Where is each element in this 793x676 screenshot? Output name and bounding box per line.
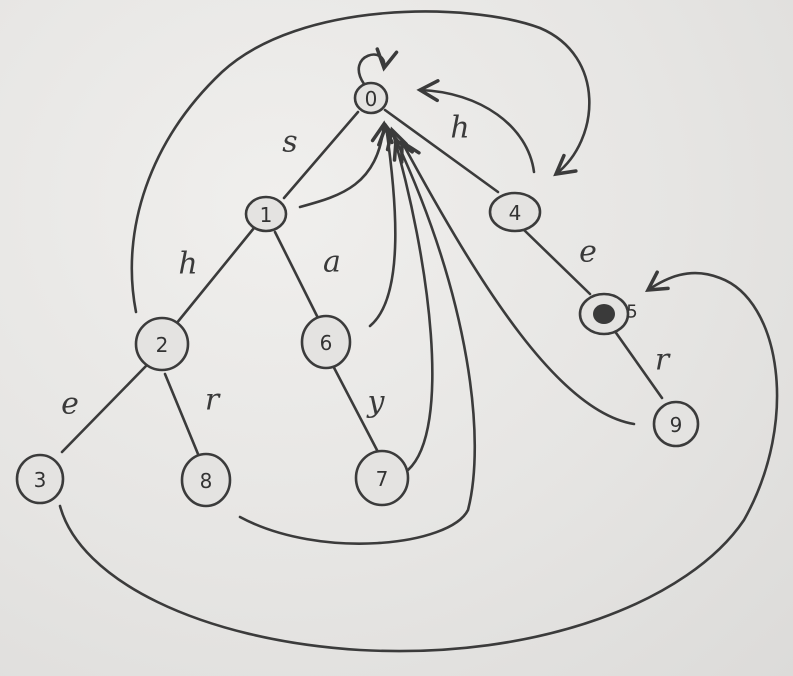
link-8-to-0: [238, 136, 477, 545]
trie-nodes: 0 1 4 2 6 5 9 3: [15, 81, 700, 508]
node-7: 7: [354, 449, 410, 507]
node-3: 3: [15, 453, 65, 505]
edge-label-e-right: e: [579, 235, 597, 270]
node-4: 4: [488, 191, 542, 233]
link-7-to-0: [385, 126, 434, 472]
failure-links: [58, 10, 779, 653]
svg-text:6: 6: [320, 331, 333, 355]
svg-text:3: 3: [34, 468, 47, 492]
link-4-to-0: [416, 79, 536, 174]
edge-5-9: [612, 328, 664, 400]
edge-label-h: h: [178, 247, 197, 282]
self-loop-0: [357, 47, 399, 86]
svg-text:1: 1: [260, 203, 273, 227]
edge-labels: s h h a e r y e r: [61, 111, 671, 422]
edge-0-1: [282, 110, 360, 200]
node-8: 8: [180, 452, 232, 508]
svg-text:5: 5: [626, 302, 637, 323]
edge-2-8: [163, 372, 200, 456]
link-2-to-4: [130, 10, 591, 314]
node-6: 6: [300, 314, 352, 370]
edge-6-7: [328, 358, 380, 454]
node-2: 2: [134, 316, 190, 372]
link-6-to-0: [368, 122, 400, 328]
edge-label-y: y: [366, 385, 386, 420]
svg-text:4: 4: [509, 201, 522, 225]
edge-label-e-left: e: [61, 387, 79, 422]
edge-2-3: [60, 364, 148, 454]
edge-label-h-root: h: [450, 111, 469, 146]
edge-4-5: [520, 226, 592, 296]
edge-label-a: a: [323, 245, 341, 280]
svg-text:0: 0: [365, 87, 378, 111]
node-0: 0: [353, 81, 389, 115]
node-5: 5: [578, 292, 638, 336]
link-9-to-0: [400, 138, 636, 426]
svg-text:8: 8: [200, 469, 213, 493]
edge-1-2: [174, 226, 256, 326]
svg-text:7: 7: [376, 467, 389, 491]
tree-edges: [60, 108, 664, 456]
link-3-to-5: [58, 270, 779, 653]
edge-1-6: [273, 230, 320, 320]
svg-text:2: 2: [156, 333, 169, 357]
edge-label-r-right: r: [655, 343, 671, 378]
node-1: 1: [244, 195, 288, 233]
edge-0-4: [383, 108, 500, 194]
node-9: 9: [652, 400, 700, 448]
edge-label-s: s: [282, 125, 297, 160]
edge-label-r-left: r: [205, 383, 221, 418]
svg-text:9: 9: [670, 413, 683, 437]
